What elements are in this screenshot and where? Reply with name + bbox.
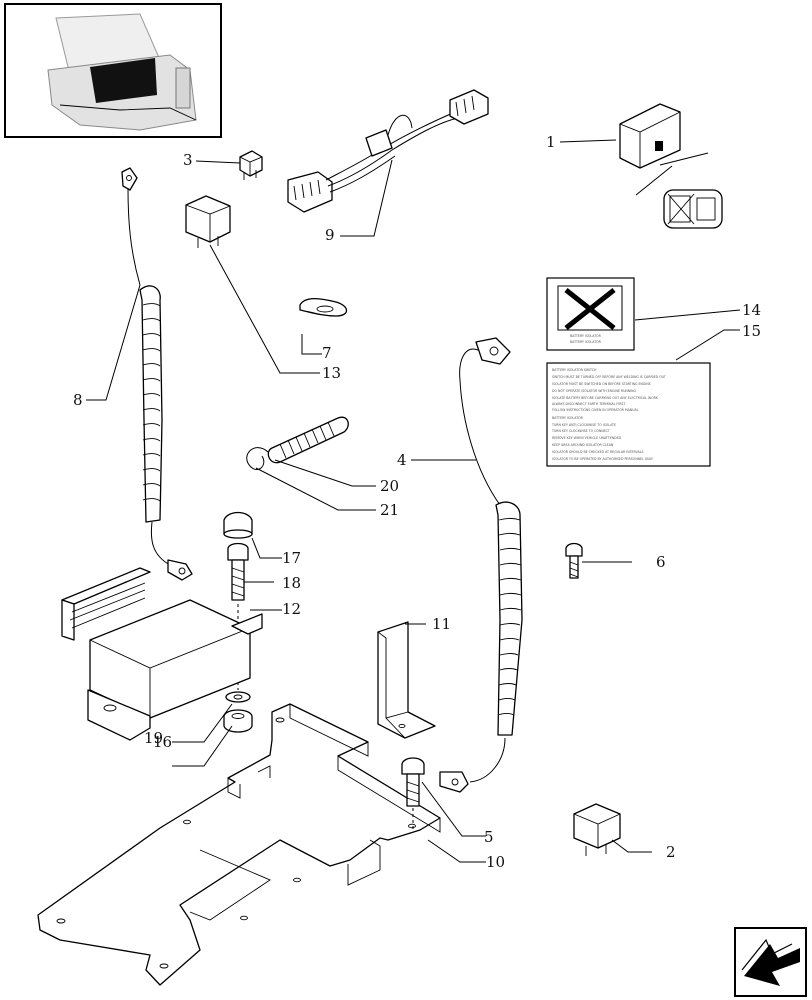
callout-2: 2 bbox=[666, 843, 676, 861]
part-decal-15: BATTERY ISOLATOR SWITCH SWITCH MUST BE T… bbox=[546, 362, 711, 467]
part-decal-14: BATTERY ISOLATOR BATTERY ISOLATOR bbox=[546, 277, 635, 351]
decal-15-line: FOLLOW INSTRUCTIONS GIVEN IN OPERATOR MA… bbox=[552, 408, 639, 412]
part-bolt-6 bbox=[565, 542, 583, 579]
decal-15-line: ISOLATOR TO BE OPERATED BY AUTHORISED PE… bbox=[552, 457, 653, 461]
location-thumbnail bbox=[4, 3, 222, 138]
callout-21: 21 bbox=[380, 501, 399, 519]
callout-9: 9 bbox=[325, 226, 335, 244]
part-cable-clip bbox=[299, 297, 348, 317]
decal-15-line: REMOVE KEY WHEN VEHICLE UNATTENDED bbox=[552, 436, 622, 440]
callout-labels: 1 2 3 4 5 6 7 8 9 10 11 12 13 14 15 16 1… bbox=[73, 133, 761, 871]
callout-12: 12 bbox=[282, 600, 301, 618]
decal-15-line: ISOLATOR MUST BE SWITCHED ON BEFORE STAR… bbox=[552, 382, 651, 386]
decal-15-line: TURN KEY ANTI-CLOCKWISE TO ISOLATE bbox=[551, 423, 616, 427]
part-mounting-plate bbox=[37, 703, 441, 986]
decal-15-line: TURN KEY CLOCKWISE TO CONNECT bbox=[551, 429, 610, 433]
callout-20: 20 bbox=[380, 477, 399, 495]
decal-14-line-2: BATTERY ISOLATOR bbox=[570, 340, 602, 344]
leader-lines bbox=[86, 139, 741, 863]
callout-5: 5 bbox=[484, 828, 494, 846]
part-control-unit bbox=[61, 567, 263, 741]
part-nut bbox=[223, 709, 253, 733]
part-relay bbox=[185, 195, 231, 248]
part-battery-cable-long bbox=[121, 167, 193, 581]
callout-17: 17 bbox=[282, 549, 301, 567]
callout-1: 1 bbox=[546, 133, 556, 151]
callout-4: 4 bbox=[397, 451, 407, 469]
decal-15-line: BATTERY ISOLATOR SWITCH bbox=[552, 368, 597, 372]
next-page-arrow-icon[interactable] bbox=[734, 927, 807, 997]
part-bracket bbox=[377, 621, 436, 739]
callout-7: 7 bbox=[322, 344, 332, 362]
callout-10: 10 bbox=[486, 853, 505, 871]
callout-13: 13 bbox=[322, 364, 341, 382]
decal-15-line: BATTERY ISOLATOR bbox=[552, 416, 584, 420]
callout-19: 19 bbox=[144, 729, 163, 747]
decal-15-line: DO NOT OPERATE ISOLATOR WITH ENGINE RUNN… bbox=[552, 389, 637, 393]
part-washer bbox=[225, 691, 251, 703]
decal-14-line-1: BATTERY ISOLATOR bbox=[570, 334, 602, 338]
callout-3: 3 bbox=[183, 151, 193, 169]
callout-14: 14 bbox=[742, 301, 761, 319]
part-battery-cable-right bbox=[439, 337, 523, 793]
decal-15-line: ALWAYS DISCONNECT EARTH TERMINAL FIRST bbox=[552, 402, 625, 406]
part-relay-small bbox=[239, 150, 263, 180]
callout-8: 8 bbox=[73, 391, 83, 409]
part-bolt-with-cap bbox=[223, 511, 253, 690]
part-battery-isolator-switch bbox=[619, 103, 723, 229]
callout-18: 18 bbox=[282, 574, 301, 592]
decal-15-line: ISOLATE BATTERY BEFORE CARRYING OUT ANY … bbox=[552, 396, 659, 400]
callout-11: 11 bbox=[432, 615, 451, 633]
callout-15: 15 bbox=[742, 322, 761, 340]
decal-15-line: KEEP AREA AROUND ISOLATOR CLEAN bbox=[552, 443, 614, 447]
part-relay-2 bbox=[573, 803, 621, 856]
callout-6: 6 bbox=[656, 553, 666, 571]
decal-15-line: SWITCH MUST BE TURNED OFF BEFORE ANY WEL… bbox=[552, 375, 666, 379]
callout-16: 16 bbox=[153, 733, 172, 751]
part-wiring-harness bbox=[287, 89, 489, 213]
decal-15-line: ISOLATOR SHOULD BE CHECKED AT REGULAR IN… bbox=[552, 450, 644, 454]
part-spring bbox=[246, 416, 349, 470]
part-bolt-5 bbox=[401, 757, 425, 832]
